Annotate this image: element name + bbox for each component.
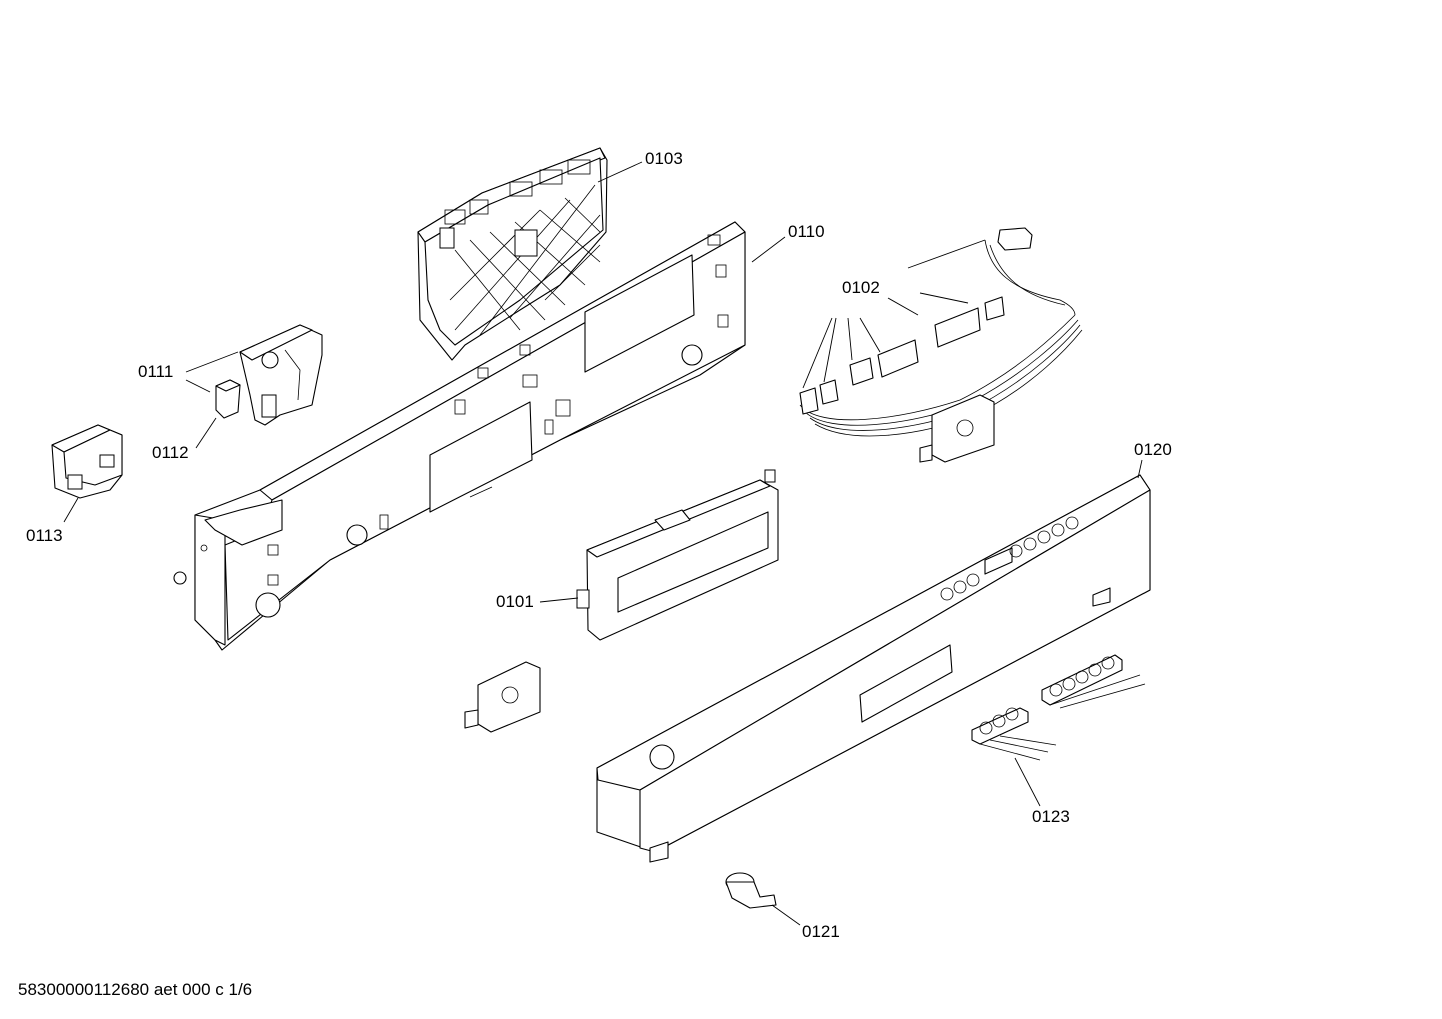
label-0101: 0101 [496, 592, 534, 611]
label-0121: 0121 [802, 922, 840, 941]
label-0111: 0111 [138, 362, 173, 381]
part-0112-relay [215, 379, 241, 419]
label-0120: 0120 [1134, 440, 1172, 459]
part-0121-cap [725, 872, 777, 909]
part-0101-display [576, 469, 779, 641]
part-0111-switch [239, 324, 323, 426]
label-0103: 0103 [645, 149, 683, 168]
leader-lines [63, 161, 1143, 926]
part-0123-button-strips [971, 654, 1146, 761]
part-0120-fascia [596, 474, 1151, 863]
part-0113-main-switch [51, 424, 123, 499]
part-clip-lower [464, 661, 541, 733]
part-0102-cable-harness [799, 227, 1083, 437]
label-0112: 0112 [152, 443, 189, 462]
part-clip-upper [919, 394, 995, 463]
part-labels: 0103 0110 0102 0111 0112 0113 0120 0101 … [26, 149, 1172, 941]
document-id: 58300000112680 aet 000 c 1/6 [18, 980, 253, 999]
part-0103-control-module [417, 147, 608, 361]
label-0123: 0123 [1032, 807, 1070, 826]
label-0102: 0102 [842, 278, 880, 297]
label-0110: 0110 [788, 222, 825, 241]
label-0113: 0113 [26, 526, 63, 545]
part-0110-frame [173, 221, 746, 651]
